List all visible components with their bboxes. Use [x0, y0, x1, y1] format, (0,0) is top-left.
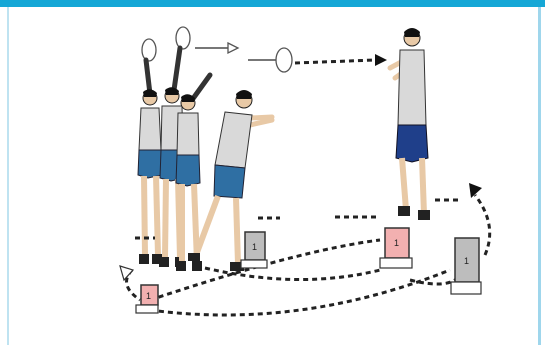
floor-marker-2: 1 — [241, 232, 267, 268]
throw-path — [195, 43, 387, 72]
floor-marker-1-label: 1 — [146, 291, 151, 301]
floor-marker-4: 1 — [451, 238, 481, 294]
path-arrowhead-left — [120, 266, 133, 280]
floor-marker-1: 1 — [136, 285, 158, 313]
floor-marker-2-label: 1 — [252, 242, 257, 252]
ball-in-flight — [276, 48, 292, 72]
player-c — [176, 75, 210, 271]
player-receiver — [390, 28, 430, 220]
player-a — [138, 60, 162, 264]
floor-marker-4-label: 1 — [464, 256, 469, 266]
ball-2 — [176, 27, 190, 49]
floor-marker-3: 1 — [380, 228, 412, 268]
ball-1 — [142, 39, 156, 61]
floor-marker-3-label: 1 — [394, 238, 399, 248]
